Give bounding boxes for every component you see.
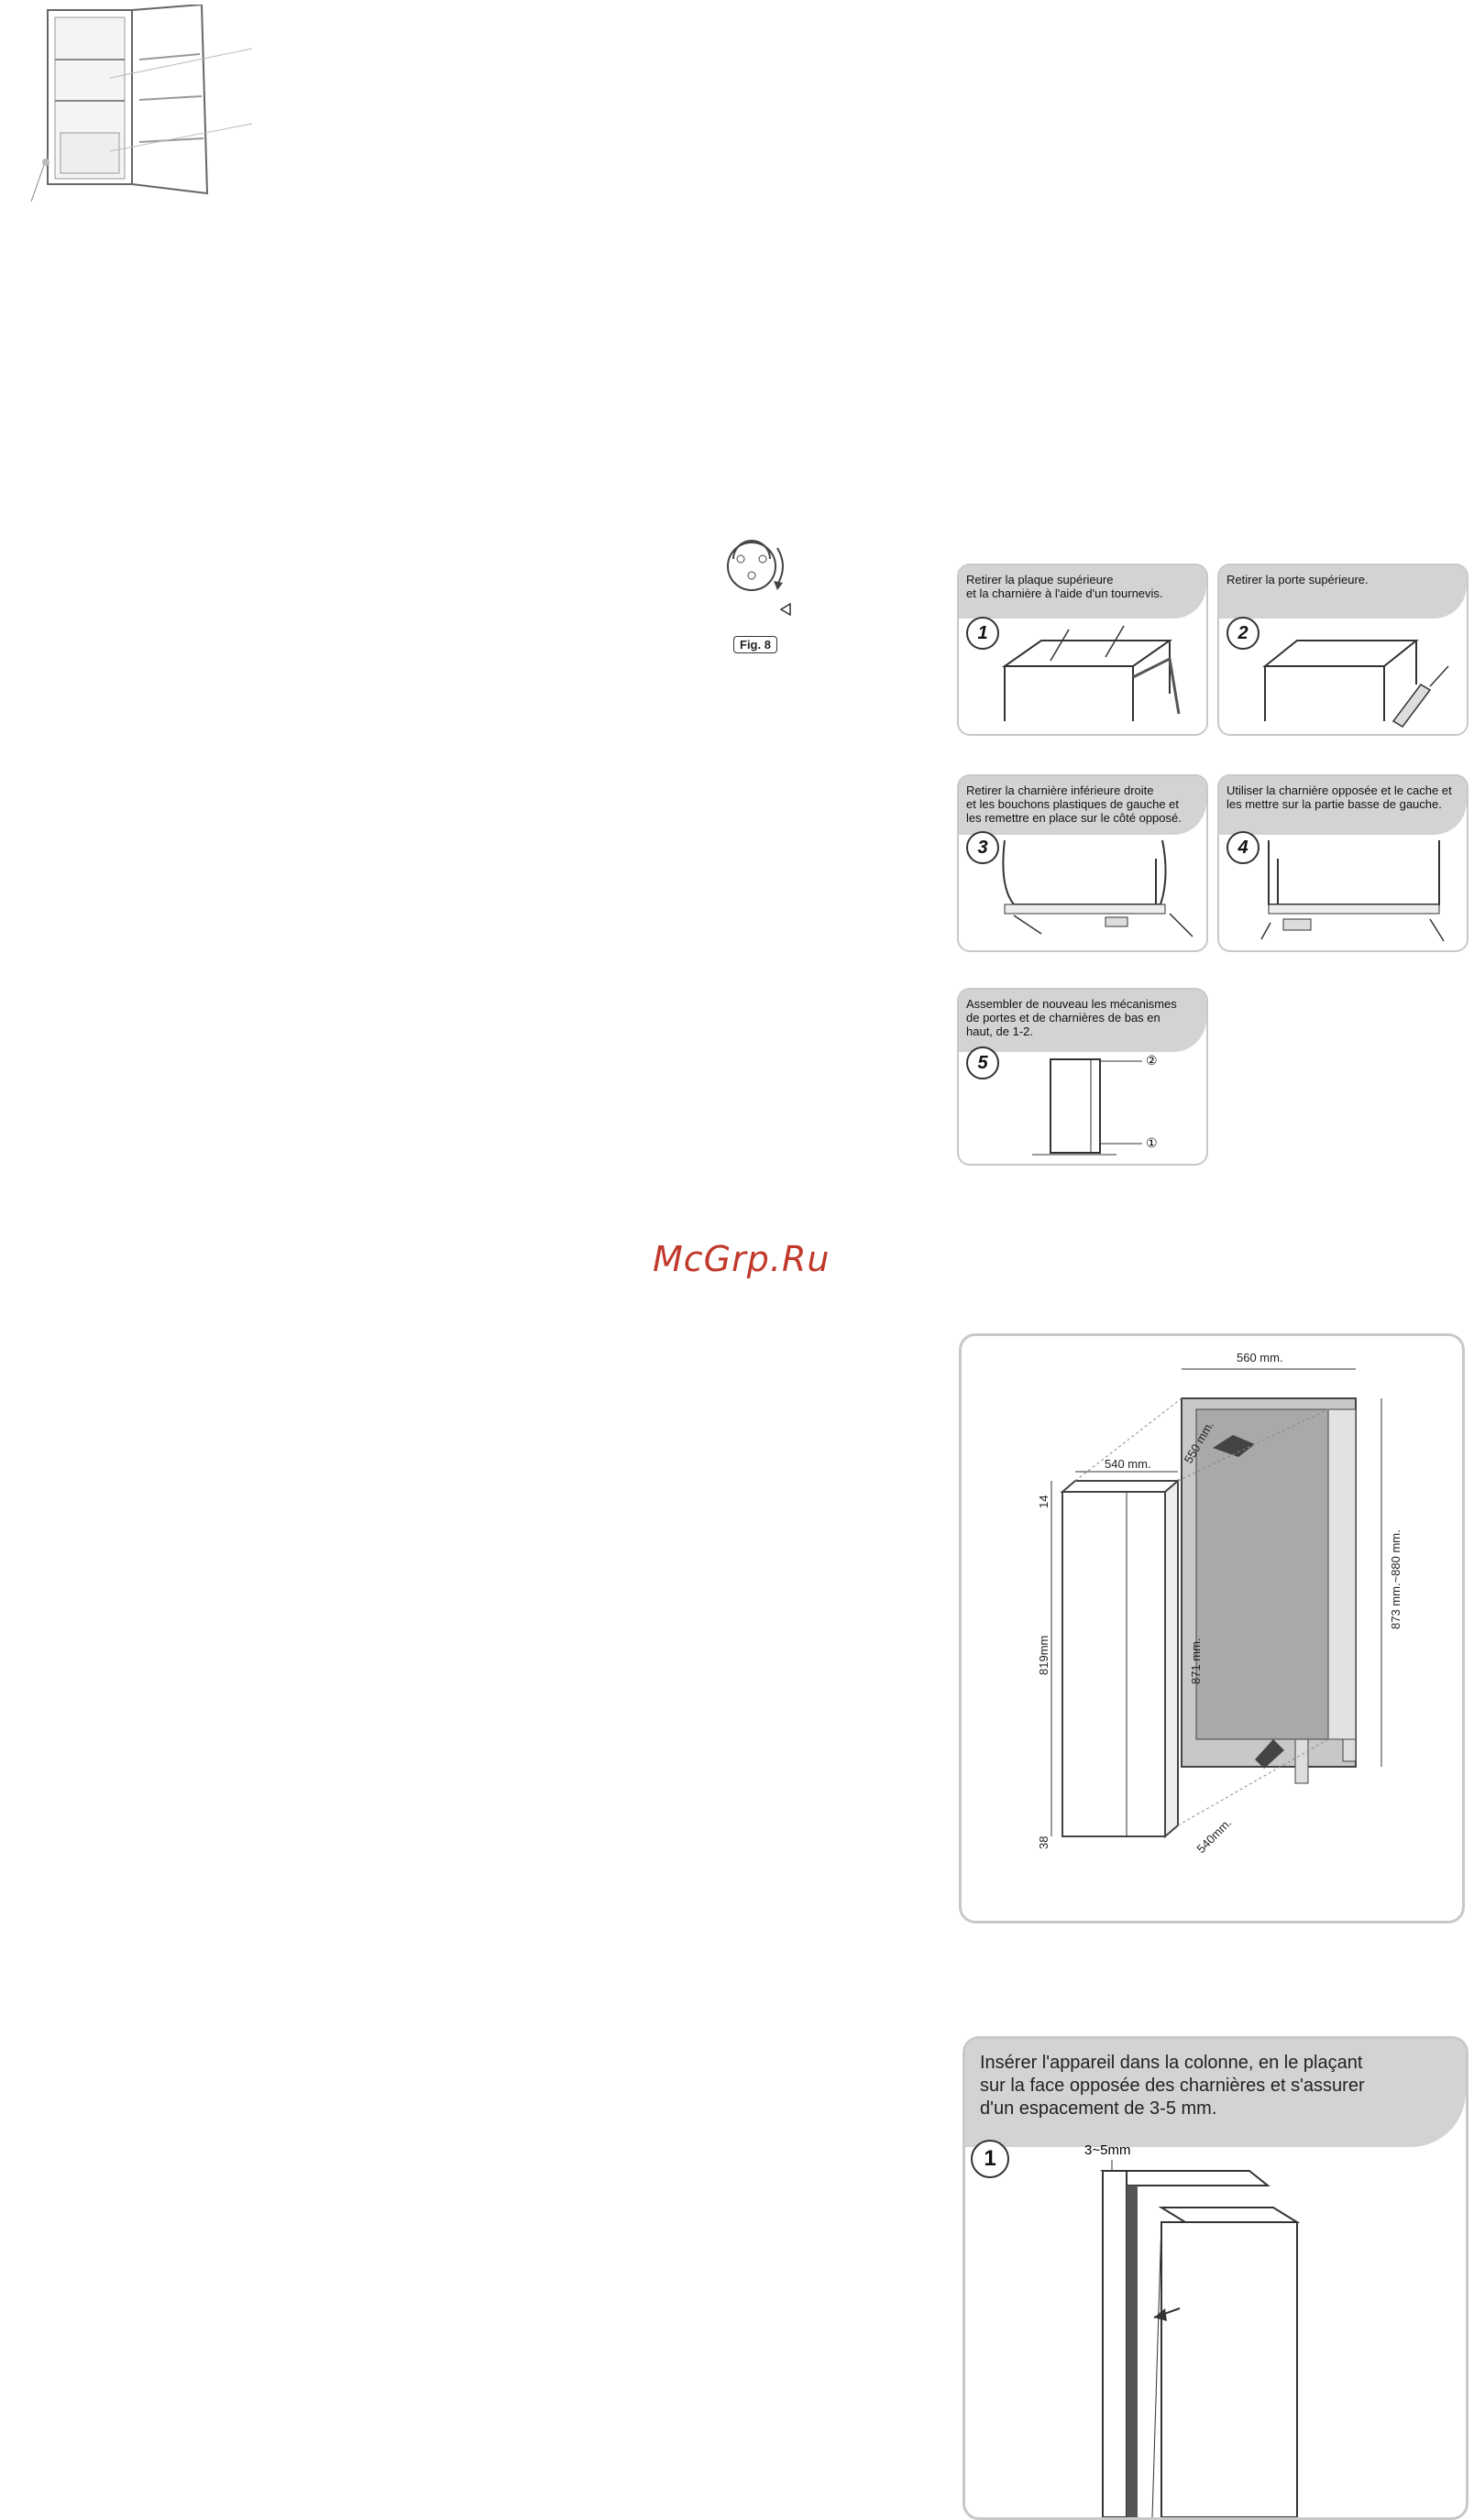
step-5-number: 5 — [966, 1046, 999, 1079]
dimension-diagram: 560 mm. 540 mm. 550 mm. 14 819mm 38 871 … — [1037, 1351, 1402, 1856]
step-1-text: Retirer la plaque supérieure et la charn… — [959, 565, 1206, 619]
dim-38: 38 — [1037, 1836, 1050, 1849]
dimension-diagram-card: 560 mm. 540 mm. 550 mm. 14 819mm 38 871 … — [959, 1333, 1465, 1923]
thermostat-knob-illustration — [727, 540, 784, 591]
dim-540: 540 mm. — [1105, 1457, 1151, 1471]
step-card-2: Retirer la porte supérieure. 2 — [1217, 564, 1468, 736]
step-card-5: Assembler de nouveau les mécanismes de p… — [957, 988, 1208, 1166]
step-5-text: Assembler de nouveau les mécanismes de p… — [959, 990, 1206, 1052]
step-5-illustration: ② ① — [1032, 1053, 1158, 1156]
triangle-indicator-icon — [779, 603, 791, 616]
fridge-open-illustration — [30, 5, 253, 203]
step-3-text: Retirer la charnière inférieure droite e… — [959, 776, 1206, 835]
step-1-illustration — [1001, 625, 1181, 721]
gap-3-5mm-label: 3~5mm — [1084, 2142, 1130, 2158]
step-4-number: 4 — [1226, 831, 1260, 864]
step-2-number: 2 — [1226, 617, 1260, 650]
step-2-text: Retirer la porte supérieure. — [1219, 565, 1467, 619]
step-5-mark-top: ② — [1146, 1053, 1158, 1068]
dim-540-depth: 540mm. — [1194, 1815, 1235, 1856]
installation-text: Insérer l'appareil dans la colonne, en l… — [965, 2039, 1466, 2147]
step-3-illustration — [1002, 839, 1194, 937]
installation-step-number: 1 — [971, 2140, 1009, 2178]
step-card-4: Utiliser la charnière opposée et le cach… — [1217, 774, 1468, 952]
dim-819: 819mm — [1037, 1636, 1050, 1675]
step-card-3: Retirer la charnière inférieure droite e… — [957, 774, 1208, 952]
dim-873-880: 873 mm.~880 mm. — [1389, 1529, 1402, 1629]
dim-560: 560 mm. — [1237, 1351, 1283, 1364]
step-2-illustration — [1262, 640, 1449, 728]
step-1-number: 1 — [966, 617, 999, 650]
dim-871: 871 mm. — [1189, 1638, 1203, 1684]
installation-illustration: 3~5mm — [1084, 2142, 1301, 2517]
fig8-label: Fig. 8 — [733, 636, 777, 653]
step-4-text: Utiliser la charnière opposée et le cach… — [1219, 776, 1467, 835]
installation-card: Insérer l'appareil dans la colonne, en l… — [962, 2036, 1468, 2520]
step-5-mark-bottom: ① — [1146, 1135, 1158, 1150]
dim-14: 14 — [1037, 1496, 1050, 1508]
step-4-illustration — [1260, 840, 1445, 942]
watermark-text: McGrp.Ru — [653, 1239, 830, 1279]
step-3-number: 3 — [966, 831, 999, 864]
step-card-1: Retirer la plaque supérieure et la charn… — [957, 564, 1208, 736]
